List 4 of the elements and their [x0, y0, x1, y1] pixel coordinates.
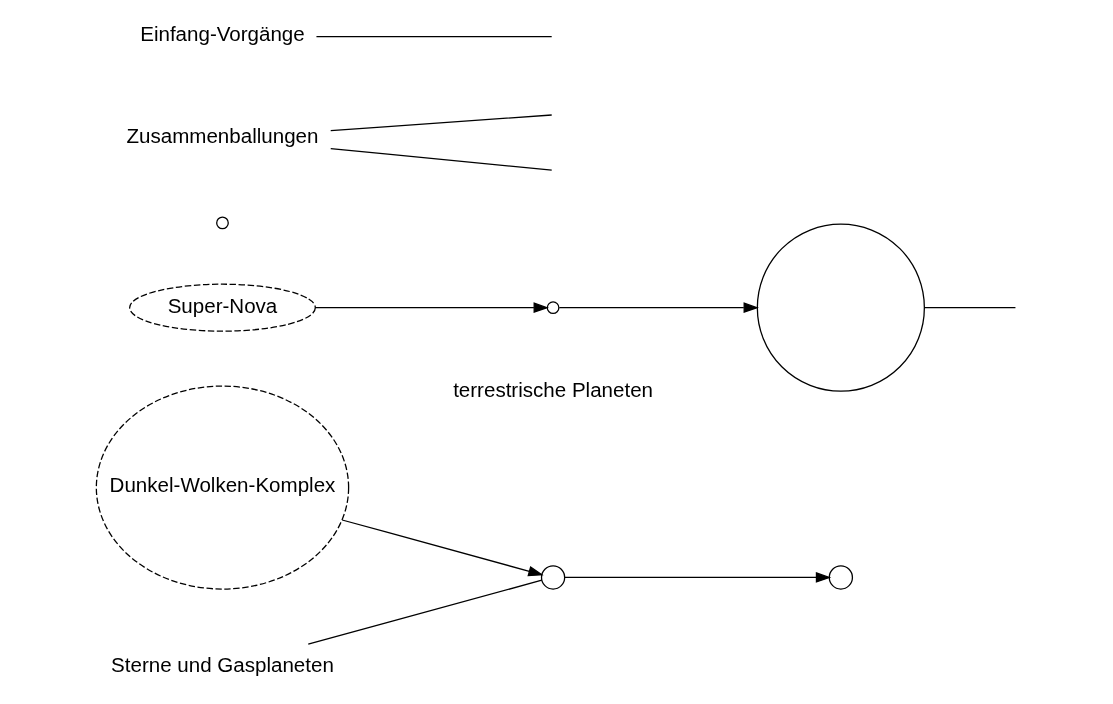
node-label: terrestrische Planeten [453, 378, 654, 402]
node-text: Sterne und Gasplaneten [111, 653, 334, 677]
node-text: Einfang-Vorgänge [140, 22, 305, 46]
node-text: Zusammenballungen [126, 123, 319, 147]
